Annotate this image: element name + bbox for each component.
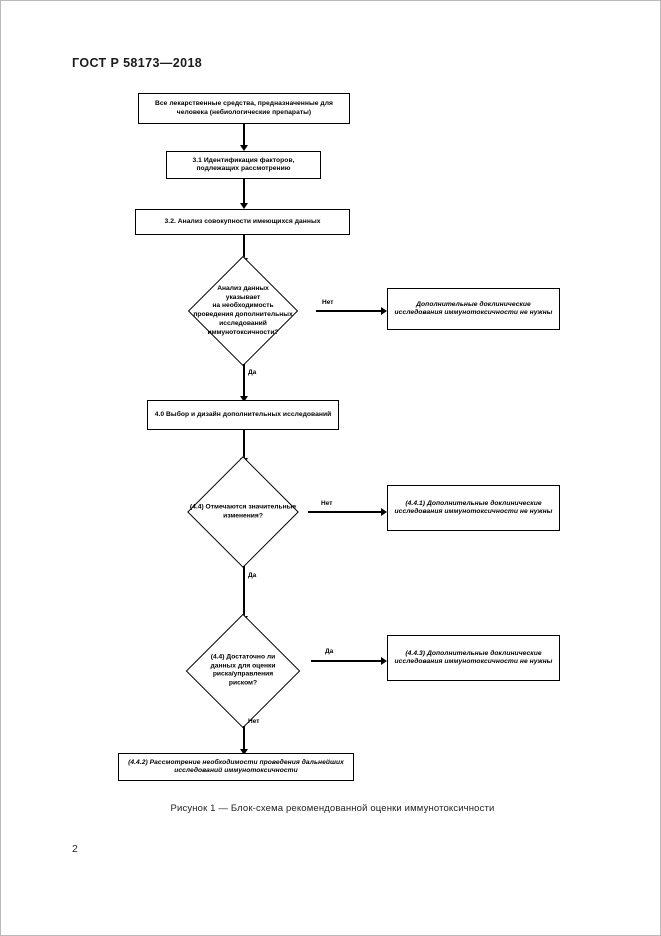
- document-standard-header: ГОСТ Р 58173—2018: [72, 56, 203, 70]
- flow-node-outcome-4-4-1: (4.4.1) Дополнительные доклинические исс…: [387, 485, 560, 531]
- edge-label-decision-1-no: Нет: [322, 299, 334, 306]
- connector-3-2-to-decision-1: [243, 235, 245, 263]
- connector-3-1-to-3-2: [243, 179, 245, 206]
- page-number: 2: [72, 843, 78, 855]
- arrowhead-decision-3-no: [240, 749, 248, 755]
- flow-node-start: Все лекарственные средства, предназначен…: [138, 93, 350, 124]
- flow-node-3-1: 3.1 Идентификация факторов, подлежащих р…: [166, 151, 321, 179]
- arrowhead-start-to-3-1: [240, 145, 248, 151]
- flow-decision-1: Анализ данных указывает на необходимость…: [170, 255, 316, 367]
- flow-node-4-0: 4.0 Выбор и дизайн дополнительных исслед…: [147, 400, 339, 430]
- connector-start-to-3-1: [243, 124, 245, 148]
- flow-node-outcome-4-4-3: (4.4.3) Дополнительные доклинические исс…: [387, 635, 560, 681]
- edge-label-decision-1-yes: Да: [248, 369, 257, 376]
- connector-decision-3-yes: [311, 660, 384, 662]
- arrowhead-decision-2-no: [381, 508, 387, 516]
- connector-decision-3-no: [243, 726, 245, 754]
- connector-decision-2-yes: [243, 566, 245, 622]
- figure-caption: Рисунок 1 — Блок-схема рекомендованной о…: [170, 803, 495, 814]
- arrowhead-decision-1-no: [381, 307, 387, 315]
- flow-node-outcome-1: Дополнительные доклинические исследовани…: [387, 288, 560, 330]
- arrowhead-3-1-to-3-2: [240, 203, 248, 209]
- decision-1-label: Анализ данных указывает на необходимость…: [193, 284, 293, 336]
- arrowhead-decision-3-yes: [381, 657, 387, 665]
- connector-decision-2-no: [308, 511, 384, 513]
- decision-3-label: (4.4) Достаточно ли данных для оценки ри…: [210, 653, 276, 687]
- flow-decision-3: (4.4) Достаточно ли данных для оценки ри…: [175, 613, 311, 729]
- edge-label-decision-3-yes: Да: [325, 648, 334, 655]
- edge-label-decision-2-no: Нет: [321, 500, 333, 507]
- flow-node-outcome-4-4-2: (4.4.2) Рассмотрение необходимости прове…: [118, 753, 354, 781]
- connector-decision-1-no: [316, 310, 384, 312]
- flow-node-3-2: 3.2. Анализ совокупности имеющихся данны…: [135, 209, 350, 235]
- decision-2-label: (4.4) Отмечаются значительные изменения?: [189, 503, 297, 519]
- flow-decision-2: (4.4) Отмечаются значительные изменения?: [178, 456, 308, 568]
- connector-4-0-to-decision-2: [243, 430, 245, 463]
- edge-label-decision-3-no: Нет: [248, 718, 260, 725]
- connector-decision-1-yes: [243, 364, 245, 402]
- edge-label-decision-2-yes: Да: [248, 572, 257, 579]
- arrowhead-decision-1-yes: [240, 396, 248, 402]
